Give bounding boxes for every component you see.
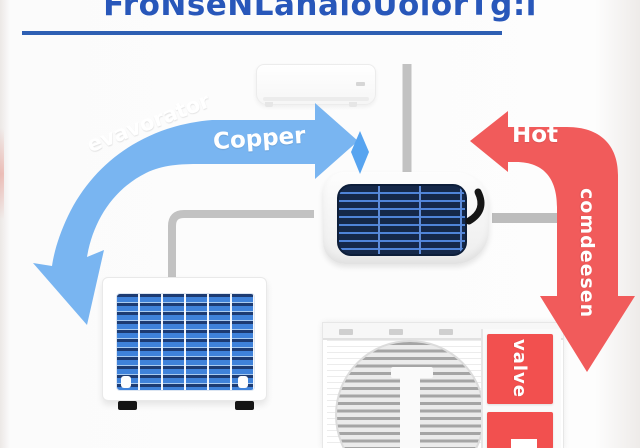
hot-label: Hot — [512, 122, 559, 148]
left-edge-tint — [0, 128, 4, 220]
title-divider — [22, 31, 502, 35]
indoor-ac-vent — [263, 97, 369, 101]
copper-pipe-label: Copper — [212, 122, 307, 156]
top-clip-1 — [339, 329, 353, 335]
panel-white-mark — [511, 439, 537, 448]
pipe-left-elbow — [168, 210, 314, 282]
valve-label: valve — [486, 333, 552, 403]
outdoor-unit-left — [102, 277, 267, 410]
compressor-grill — [337, 184, 467, 256]
lower-red-panel — [487, 412, 553, 448]
valve-label-text: valve — [508, 338, 530, 398]
top-clip-2 — [389, 329, 403, 335]
fan-pillar — [400, 367, 420, 448]
flow-diamond-icon — [351, 131, 369, 174]
top-clip-3 — [439, 329, 453, 335]
indoor-ac-logo — [356, 82, 365, 86]
indoor-ac-tab-right — [349, 102, 357, 107]
indoor-ac-tab-left — [265, 102, 273, 107]
outdoor-left-grill — [116, 293, 255, 391]
grill-mount-left — [121, 376, 131, 388]
condenser-label: comdeesen — [576, 188, 598, 319]
page-title: FroNseNLanaloUolorTg:l — [103, 0, 537, 23]
indoor-ac-unit — [256, 64, 376, 107]
grill-mount-right — [238, 376, 248, 388]
unit-foot-right — [235, 401, 254, 410]
unit-foot-left — [118, 401, 137, 410]
compressor-unit — [323, 172, 489, 264]
evaporator-label: evavorator — [83, 88, 214, 158]
